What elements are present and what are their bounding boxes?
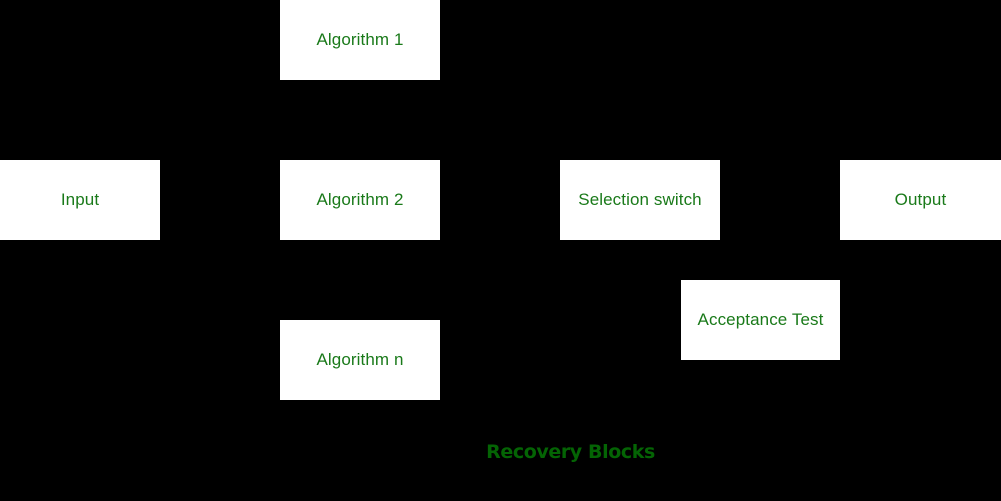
node-output[interactable]: Output	[840, 160, 1001, 240]
node-algorithm-1-label: Algorithm 1	[316, 29, 404, 49]
diagram-caption: Recovery Blocks	[486, 441, 655, 463]
node-algorithm-n-label: Algorithm n	[316, 349, 404, 369]
node-algorithm-n[interactable]: Algorithm n	[280, 320, 440, 400]
node-acceptance-test[interactable]: Acceptance Test	[681, 280, 840, 360]
node-algorithm-1[interactable]: Algorithm 1	[280, 0, 440, 80]
node-input-label: Input	[60, 189, 100, 209]
node-algorithm-2-label: Algorithm 2	[316, 189, 404, 209]
node-output-label: Output	[894, 189, 947, 209]
node-input[interactable]: Input	[0, 160, 160, 240]
node-acceptance-test-label: Acceptance Test	[697, 309, 824, 329]
node-selection-switch-label: Selection switch	[578, 189, 702, 209]
node-algorithm-2[interactable]: Algorithm 2	[280, 160, 440, 240]
node-selection-switch[interactable]: Selection switch	[560, 160, 720, 240]
